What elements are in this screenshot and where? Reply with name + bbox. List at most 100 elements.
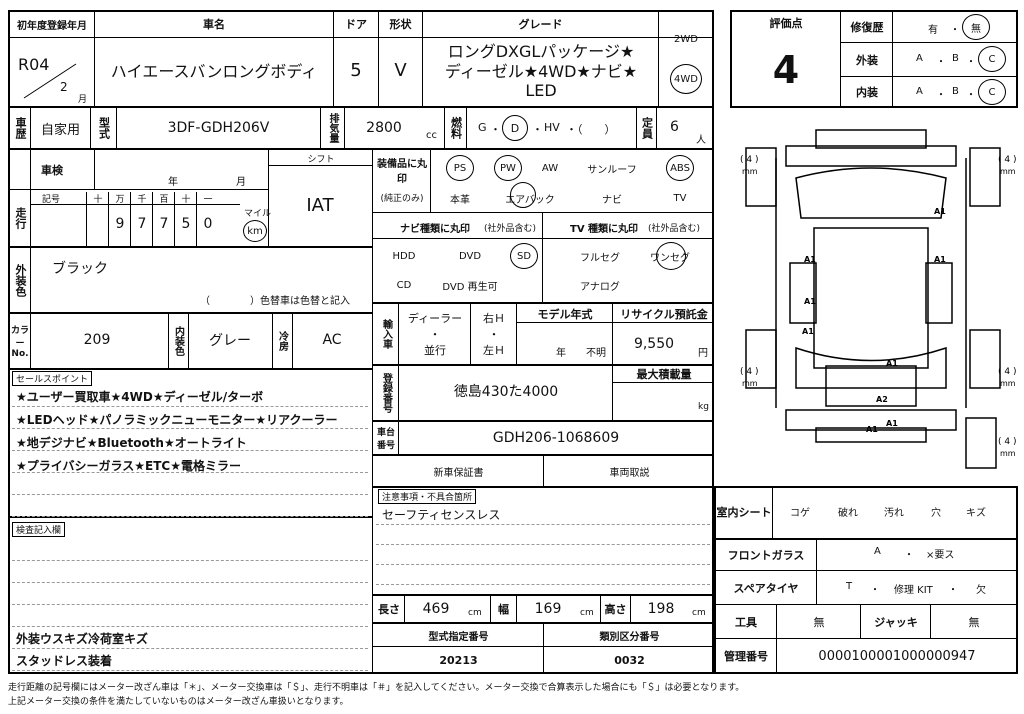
height-label: 高さ: [604, 603, 627, 616]
repair-label: 修復歴: [850, 21, 884, 34]
nav-2: SD: [510, 243, 538, 269]
model-value: 3DF-GDH206V: [167, 120, 270, 136]
width-label: 幅: [498, 603, 509, 616]
grade-line-2: ディーゼル★4WD★ナビ★: [444, 62, 638, 81]
exterior-label: 外装: [856, 54, 878, 67]
exterior-b: B: [952, 53, 959, 64]
recycle-unit: 円: [698, 348, 708, 359]
grade-line-1: ロングDXGLパッケージ★: [447, 42, 635, 61]
inspector-label: 検査記入欄: [12, 522, 66, 537]
damage-mark-2: A1: [934, 255, 946, 264]
drive-4wd-circled: 4WD: [670, 64, 702, 94]
usage-label: 車歴: [14, 117, 27, 139]
fuel-d-circled: D: [502, 115, 528, 141]
usage-value: 自家用: [40, 122, 80, 138]
sales-point-4: ★プライバシーガラス★ETC★電格ミラー: [16, 459, 241, 473]
mileage-digit-3: 7: [159, 216, 169, 232]
color-no-label: カラーNo.: [10, 326, 29, 359]
capacity-label: 定員: [640, 117, 654, 139]
type-no-value: 20213: [439, 653, 478, 667]
doors-value: 5: [350, 59, 362, 81]
mileage-digit-4: 5: [181, 216, 191, 232]
fuel-other: ・（ ）: [566, 123, 616, 136]
equip-2: AW: [541, 162, 559, 174]
inspector-line-2: スタッドレス装着: [16, 654, 113, 668]
equip-3: サンルーフ: [587, 164, 637, 176]
ac-value: AC: [322, 332, 342, 348]
score-value: 4: [772, 48, 800, 92]
jack-label: ジャッキ: [874, 616, 918, 629]
shape-value: V: [394, 59, 407, 81]
max-load-unit: kg: [698, 402, 709, 412]
chassis-value: GDH206-1068609: [492, 430, 620, 446]
eval-box: [730, 10, 1018, 108]
footer-line-2: 上記メーター交換の条件を満たしていないものはメーター改ざん車扱いとなります。: [8, 697, 349, 707]
ext-color-value: ブラック: [52, 261, 108, 277]
score-label: 評価点: [769, 17, 803, 30]
tire-depth-2: ( 4 ): [740, 367, 758, 377]
sales-point-2: ★LEDヘッド★パノラミックニューモニター★リアクーラー: [16, 413, 338, 427]
sales-point-1: ★ユーザー買取車★4WD★ディーゼル/ターボ: [16, 390, 264, 404]
import-dealer: ディーラー: [407, 312, 463, 325]
inspection-month: 月: [236, 177, 246, 188]
mileage-unit-4: 十: [181, 194, 191, 205]
equip-4: ABS: [666, 155, 694, 181]
wheel-2: [745, 329, 777, 389]
nav-4: DVD 再生可: [442, 281, 498, 293]
equipment-sub: (純正のみ): [380, 193, 424, 204]
spare-t: T: [846, 581, 853, 592]
mgmt-label: 管理番号: [724, 650, 768, 663]
first-reg-month: 2: [60, 80, 68, 94]
height-value: 198: [647, 601, 675, 617]
color-no-value: 209: [83, 332, 111, 348]
nav-label: ナビ種類に丸印: [400, 224, 470, 235]
capacity-unit: 人: [696, 135, 706, 146]
sales-label: セールスポイント: [12, 371, 93, 386]
mileage-digit-5: 0: [203, 216, 213, 232]
tire-depth-3: ( 4 ): [998, 367, 1016, 377]
mileage-mile: マイル: [244, 209, 272, 219]
tv-sub: (社外品含む): [648, 224, 701, 234]
import-parallel: 並行: [424, 344, 446, 357]
spare-none: 欠: [976, 585, 986, 596]
notes-label: 注意事項・不具合箇所: [378, 489, 477, 504]
oneseg-circle: [656, 242, 686, 270]
mileage-unit-3: 百: [159, 194, 169, 205]
seat-item-1: 破れ: [838, 507, 858, 519]
first-reg-label: 初年度登録年月: [17, 20, 87, 32]
manual-doc: 車両取説: [609, 467, 650, 479]
width-value: 169: [534, 601, 562, 617]
plate-label: 登録番号: [380, 373, 392, 413]
seat-item-2: 汚れ: [884, 507, 904, 519]
windshield-label: フロントガラス: [727, 549, 805, 562]
footer-line-1: 走行距離の記号欄にはメーター改ざん車は「＊」、メーター交換車は「＄」、走行不明車…: [8, 683, 745, 693]
int-color-value: グレー: [209, 333, 251, 349]
class-no-label: 類別区分番号: [599, 631, 660, 643]
mileage-unit-0: 十: [93, 194, 103, 205]
spare-wheel: [965, 417, 997, 469]
equip2-3: TV: [673, 192, 687, 204]
tire-mm-2: mm: [742, 379, 758, 388]
seat-item-3: 穴: [931, 507, 941, 519]
damage-mark-8: A1: [866, 425, 878, 434]
class-no-value: 0032: [614, 653, 645, 667]
inspection-year: 年: [168, 177, 178, 188]
condition-table: [714, 486, 1018, 674]
mileage-unit-2: 千: [137, 194, 147, 205]
first-reg-year: R04: [18, 55, 50, 74]
tire-mm-1: mm: [1000, 167, 1016, 176]
equipment-label: 装備品に丸印: [377, 159, 427, 185]
exterior-a: A: [916, 53, 923, 64]
inspection-label: 車検: [41, 164, 63, 177]
seat-item-0: コゲ: [790, 507, 810, 519]
grade-label: グレード: [518, 18, 563, 31]
shape-label: 形状: [389, 18, 412, 31]
notes-value: セーフティセンスレス: [382, 508, 501, 522]
model-year-label: モデル年式: [537, 308, 593, 321]
shift-value: IAT: [306, 194, 334, 216]
nav-sub: (社外品含む): [484, 224, 537, 234]
fuel-g: G: [478, 121, 487, 134]
damage-mark-6: A2: [876, 395, 888, 404]
mileage-unit-5: 一: [203, 194, 213, 205]
